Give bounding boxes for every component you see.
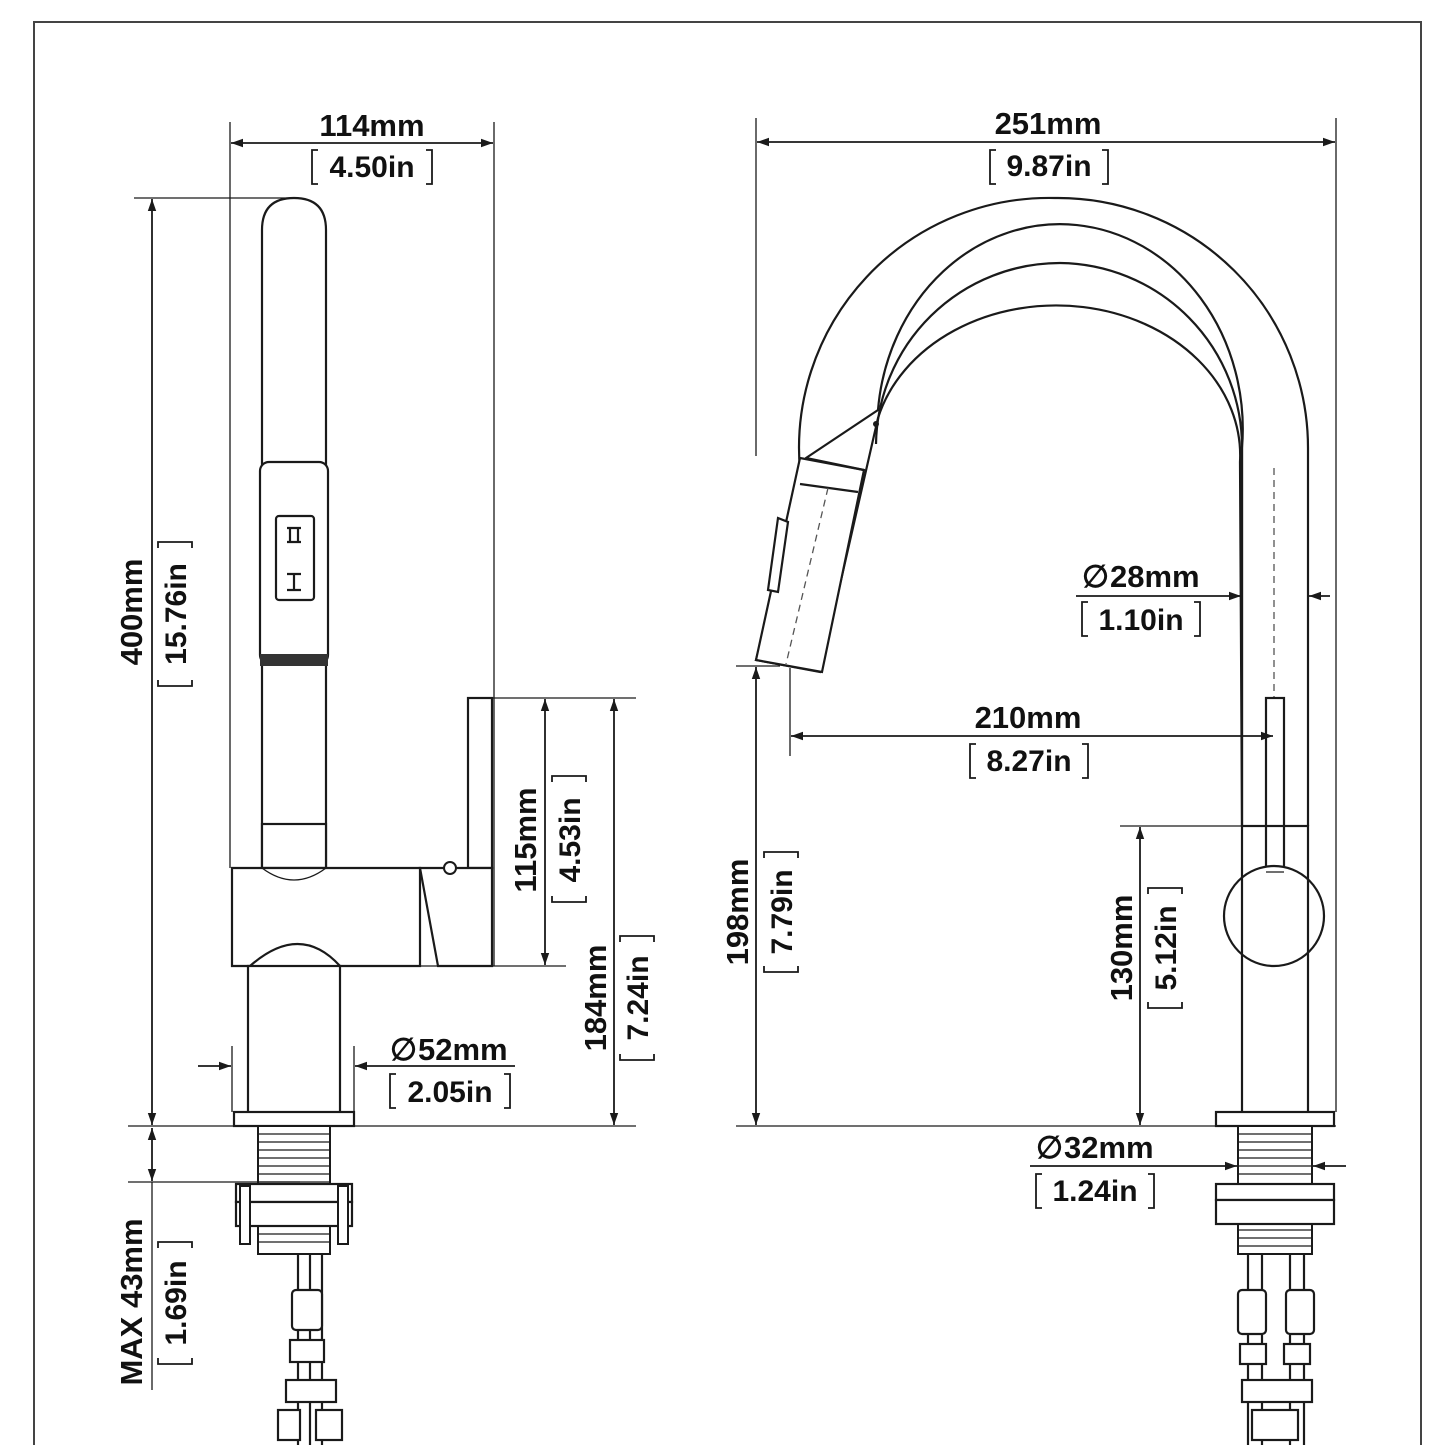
dim-body-height-in: 7.24in [622,955,655,1040]
dim-handle-height: 115mm 4.53in [420,697,636,967]
dim-shank-diameter-in: 1.24in [1052,1175,1137,1208]
dim-side-width: 114mm 4.50in [229,108,495,966]
side-handle-pin [443,861,457,875]
side-body-top-curve [261,867,327,881]
side-spray-icon-bottom [287,572,301,592]
side-mount-nut [234,1200,354,1228]
dim-reach-in: 8.27in [986,745,1071,778]
front-base-ring [1214,1110,1336,1128]
side-spray-head [258,460,330,666]
side-spray-button-panel [274,514,316,602]
dim-handle-height-in: 4.53in [554,797,587,882]
front-spout-outer [797,196,1310,826]
side-base-ring [232,1110,356,1128]
side-main-body [230,866,422,968]
side-handle-lever [466,696,494,870]
dim-deck-thickness-mm: MAX 43mm [114,1218,149,1385]
dim-base-diameter-mm: 52mm [418,1032,508,1067]
dim-total-height-in: 15.76in [160,563,193,665]
side-handle-base [418,866,494,968]
side-view: 114mm 4.50in 400mm 15.76in MAX 43mm 1.69… [114,108,655,1445]
front-spray-collar [799,456,865,494]
side-bolt-right [337,1185,349,1245]
side-spray-outlet [260,654,328,666]
front-handle-hub [1222,864,1326,968]
side-bolt-left [239,1185,251,1245]
front-view: 251mm 9.87in ∅ 28mm 1.10in 210mm 8.27in … [720,106,1346,1445]
dim-spray-clearance: 198mm 7.79in [720,665,799,1125]
dim-base-diameter-in: 2.05in [407,1076,492,1109]
side-spray-icon-top [287,526,301,544]
dim-lever-height-mm: 130mm [1104,895,1139,1002]
dim-spout-diameter-mm: 28mm [1110,559,1200,594]
dim-lever-height-in: 5.12in [1150,905,1183,990]
front-mount-nut [1214,1198,1336,1226]
dim-spout-diameter-symbol: ∅ [1082,559,1109,594]
dim-reach-mm: 210mm [975,700,1082,735]
dim-deck-thickness: MAX 43mm 1.69in [114,1128,193,1390]
dim-front-width: 251mm 9.87in [755,106,1337,1112]
side-base-column [246,964,342,1118]
front-spray-trigger [766,516,790,594]
front-spout-detail [873,421,879,427]
dim-side-width-mm: 114mm [319,108,424,143]
dim-deck-thickness-in: 1.69in [160,1260,193,1345]
dim-lever-height: 130mm 5.12in [1104,825,1308,1125]
dim-side-width-in: 4.50in [329,151,414,184]
front-spout-inner [874,261,1244,826]
dim-front-width-in: 9.87in [1006,150,1091,183]
side-spout-collar [260,822,328,870]
dim-body-height-mm: 184mm [578,945,613,1052]
front-supply-hoses [1236,1254,1316,1445]
dim-spout-diameter: ∅ 28mm 1.10in [1076,559,1330,637]
dim-base-diameter-symbol: ∅ [390,1032,417,1067]
dim-body-height: 184mm 7.24in [578,699,655,1125]
dim-total-height: 400mm 15.76in [114,197,294,1125]
dim-spray-clearance-in: 7.79in [766,869,799,954]
front-mount-washer [1214,1182,1336,1202]
side-mount-washer [234,1182,354,1204]
dim-handle-height-mm: 115mm [508,787,543,892]
dim-spray-clearance-mm: 198mm [720,859,755,966]
dim-shank-diameter-symbol: ∅ [1036,1130,1063,1165]
front-handle-lever [1264,696,1286,880]
dim-spout-diameter-in: 1.10in [1098,604,1183,637]
dim-reach: 210mm 8.27in [789,668,1273,779]
front-spray-centerline [785,487,829,665]
dim-shank-diameter: ∅ 32mm 1.24in [1030,1130,1346,1209]
drawing-frame [33,21,1422,1445]
dim-base-diameter: ∅ 52mm 2.05in [198,1032,515,1112]
dim-total-height-mm: 400mm [114,559,149,666]
dim-front-width-mm: 251mm [995,106,1102,141]
side-supply-hoses [276,1254,344,1445]
dim-shank-diameter-mm: 32mm [1064,1130,1154,1165]
